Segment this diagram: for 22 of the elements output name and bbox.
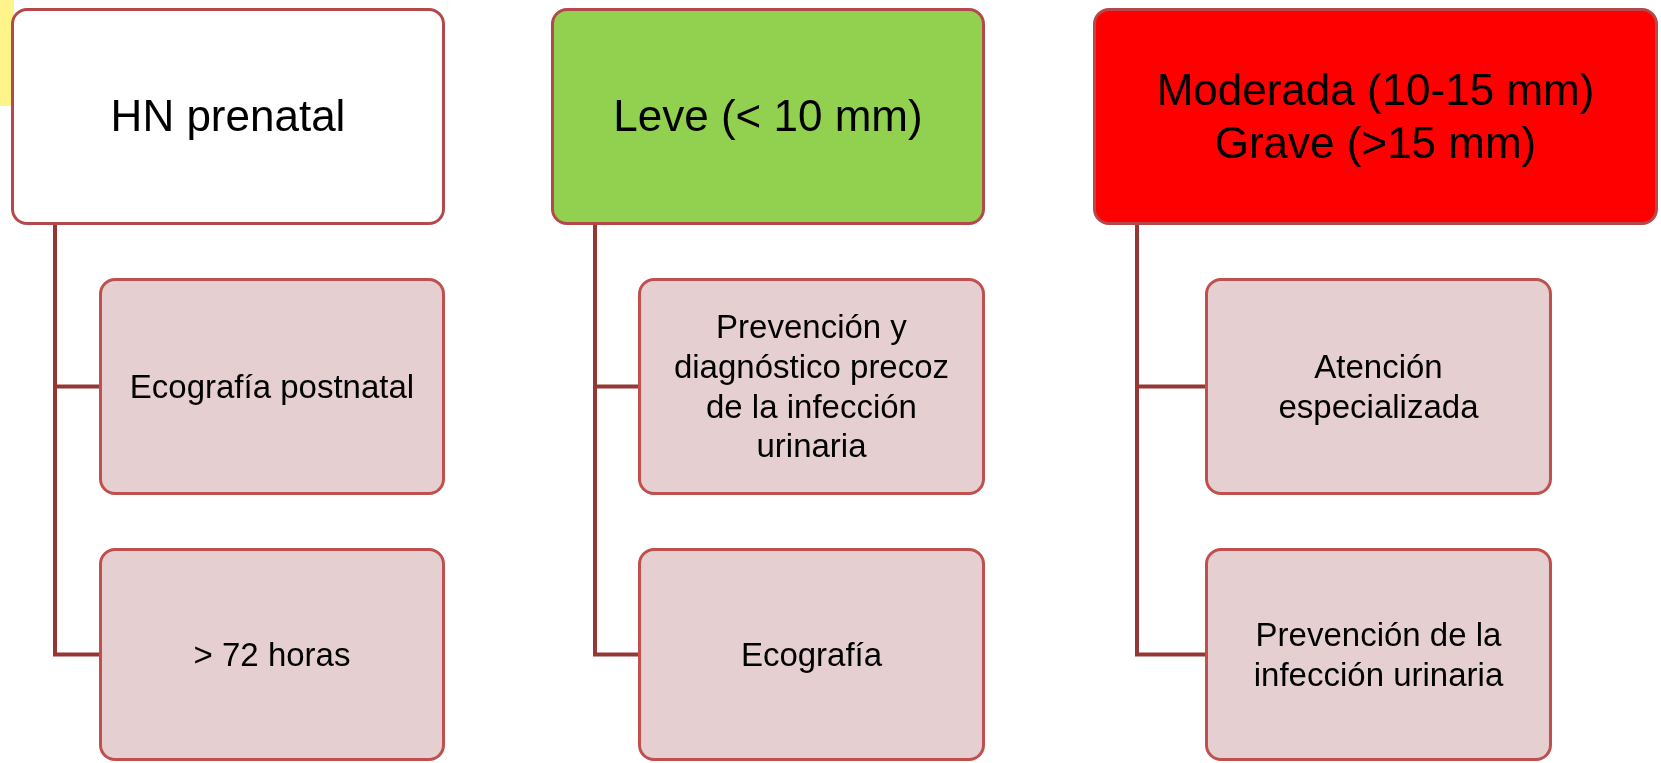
- action-text: > 72 horas: [193, 634, 351, 675]
- action-text: Prevención de la infección urinaria: [1252, 614, 1505, 695]
- category-title: Moderada (10-15 mm): [1156, 63, 1595, 116]
- action-box: [638, 548, 985, 761]
- action-box: [1205, 548, 1552, 761]
- action-text: Ecografía postnatal: [129, 366, 415, 407]
- category-title: Leve (< 10 mm): [613, 90, 923, 143]
- action-text: Prevención y diagnóstico precoz de la infección urinaria: [672, 307, 951, 466]
- category-title: Grave (>15 mm): [1214, 116, 1537, 169]
- action-box: [638, 278, 985, 495]
- action-box: [99, 548, 445, 761]
- connector-line: [53, 225, 99, 657]
- action-text: Atención especializada: [1277, 346, 1480, 427]
- category-box: [11, 8, 445, 225]
- action-box: [1205, 278, 1552, 495]
- action-box: [99, 278, 445, 495]
- category-box: [1093, 8, 1658, 225]
- connector-line: [1135, 225, 1205, 657]
- connector-line: [593, 225, 638, 657]
- category-box: [551, 8, 985, 225]
- action-text: Ecografía: [740, 634, 883, 675]
- category-title: HN prenatal: [110, 90, 346, 143]
